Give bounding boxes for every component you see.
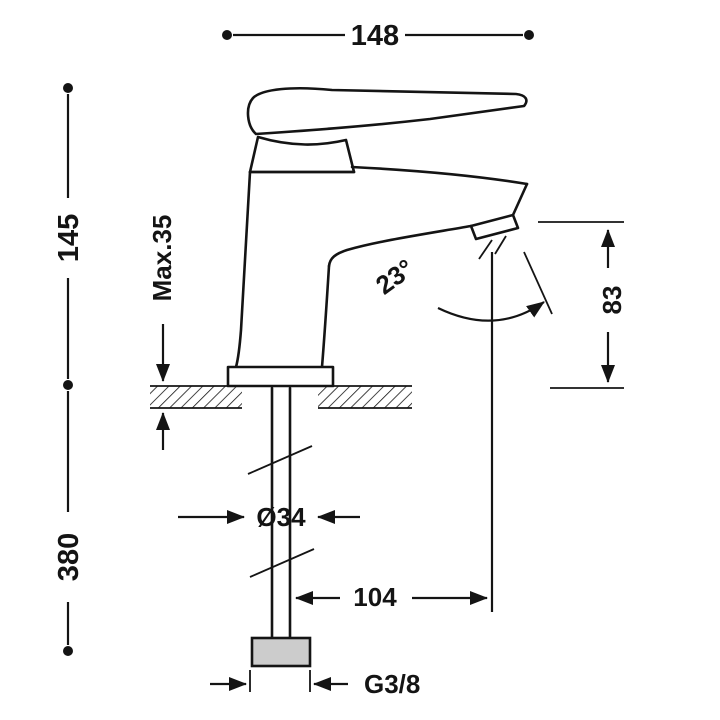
faucet-base-flange: [226, 365, 335, 388]
dim-spout-reach-label: 104: [353, 582, 397, 612]
pipe-break-marks: [247, 445, 315, 578]
supply-pipe: [247, 386, 315, 668]
dim-connection-thread-label: G3/8: [364, 669, 420, 699]
faucet-handle: [246, 86, 528, 136]
spray-lines: [478, 235, 507, 260]
dim-body-height-label: 145: [53, 214, 85, 262]
dim-spout-angle: 23°: [370, 251, 553, 322]
dim-supply-length: 380: [53, 391, 85, 656]
dim-spout-height: 83: [538, 221, 627, 389]
dim-overall-width-label: 148: [351, 20, 399, 52]
dim-body-height: 145: [53, 83, 85, 390]
thread-connector: [250, 636, 312, 668]
dim-supply-length-label: 380: [53, 533, 85, 581]
dim-max-mounting-thickness: Max.35: [147, 215, 177, 450]
dim-connection-thread: G3/8: [210, 669, 420, 699]
faucet-body-right: [320, 264, 331, 369]
deck-hatch-left: [150, 386, 242, 408]
angle-arc-arrow: [437, 301, 545, 322]
dim-spout-angle-label: 23°: [370, 253, 419, 300]
dim-overall-width: 148: [222, 20, 534, 52]
mounting-deck: [150, 385, 412, 409]
deck-hatch-right: [318, 386, 412, 408]
dim-spout-height-label: 83: [597, 286, 627, 315]
faucet-outline: [226, 86, 529, 388]
faucet-aerator: [469, 213, 520, 241]
faucet-cartridge-dome: [248, 135, 356, 174]
dim-shank-diameter-label: Ø34: [256, 502, 306, 532]
dim-spout-reach: 104: [295, 582, 488, 612]
faucet-body-left: [234, 170, 252, 369]
dim-max-thickness-label: Max.35: [147, 215, 177, 302]
dim-shank-diameter: Ø34: [178, 502, 360, 532]
faucet-spout-underside: [327, 224, 473, 268]
faucet-spout-top: [350, 165, 529, 186]
